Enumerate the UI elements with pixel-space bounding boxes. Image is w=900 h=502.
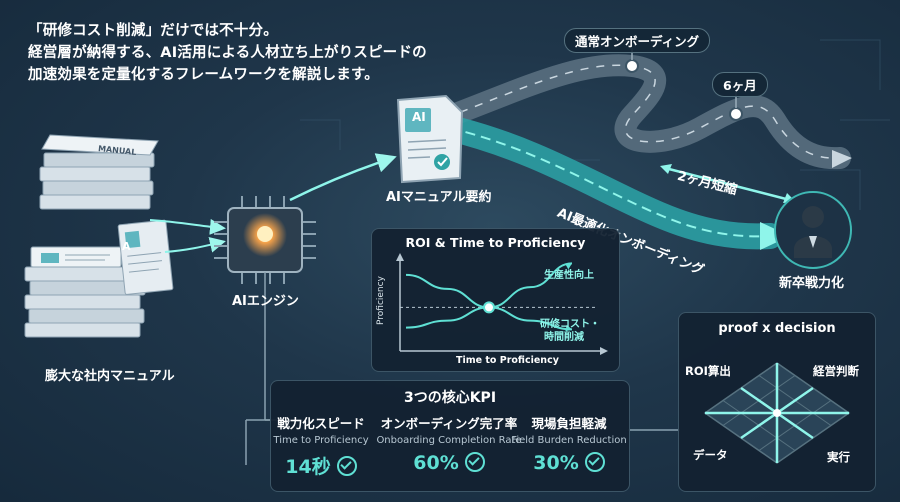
check-icon [336, 455, 357, 476]
decision-judgement-label: 経営判断 [813, 364, 859, 378]
manual-stack-illustration [24, 134, 174, 338]
chart-crossing-point [483, 301, 495, 314]
chart-x-axis-arrow [600, 347, 608, 355]
manual-to-engine-arrows [149, 218, 226, 253]
kpi-sub: Time to Proficiency [273, 435, 369, 446]
intro-line-1: 「研修コスト削減」だけでは不十分。 [28, 23, 278, 39]
chart-series-group [400, 262, 598, 332]
normal-path-marker-six-months [729, 107, 743, 121]
normal-onboarding-road [434, 54, 852, 170]
kpi-name: 戦力化スピード [277, 416, 365, 431]
decision-title: proof x decision [718, 321, 836, 336]
chart-up-label: 生産性向上 [544, 270, 594, 281]
roi-chart-plot [396, 253, 608, 355]
chart-series-arrow-1 [565, 324, 572, 332]
intro-text: 「研修コスト削減」だけでは不十分。 経営層が納得する、AI活用による人材立ち上が… [28, 20, 427, 86]
decision-grid [703, 362, 851, 464]
chart-down-label-2: 時間削減 [544, 332, 584, 343]
check-icon [464, 451, 485, 472]
normal-path-marker-start [625, 59, 639, 73]
decision-data-label: データ [693, 448, 728, 462]
kpi-value: 60% [369, 451, 529, 474]
kpi-value: 30% [489, 451, 649, 474]
decision-execution-label: 実行 [827, 450, 850, 464]
roi-chart-panel: ROI & Time to Proficiency Proficiency Ti… [371, 228, 620, 372]
kpi-item-proficiency: 戦力化スピード Time to Proficiency 14秒 [241, 413, 401, 479]
six-months-label: 6ヶ月 [712, 72, 768, 97]
kpi-value: 14秒 [241, 452, 401, 479]
chart-down-label-1: 研修コスト・ [540, 319, 600, 330]
chart-y-axis-arrow [396, 253, 404, 261]
summary-label: AIマニュアル要約 [386, 190, 492, 205]
manual-card-letter: A [122, 240, 131, 253]
chart-y-label: Proficiency [376, 276, 386, 325]
manual-label: 膨大な社内マニュアル [45, 369, 175, 384]
normal-onboarding-label: 通常オンボーディング [564, 28, 711, 53]
ai-summary-document [396, 94, 464, 184]
kpi-value-text: 30% [533, 452, 579, 474]
kpi-title: 3つの核心KPI [403, 390, 497, 406]
ai-engine-chip [214, 196, 316, 421]
kpi-name: 現場負担軽減 [531, 416, 607, 431]
kpi-item-completion: オンボーディング完了率 Onboarding Completion Rate 6… [369, 413, 529, 474]
new-graduate-label: 新卒戦力化 [779, 276, 845, 291]
intro-line-3: 加速効果を定量化するフレームワークを解説します。 [28, 67, 379, 83]
kpi-value-text: 60% [413, 452, 459, 474]
kpi-name: オンボーディング完了率 [380, 416, 518, 431]
engine-label: AIエンジン [232, 294, 299, 309]
shortened-double-arrow [660, 164, 796, 203]
check-icon [584, 451, 605, 472]
decision-center-point [773, 409, 781, 417]
kpi-value-text: 14秒 [285, 456, 331, 478]
kpi-panel: 3つの核心KPI 戦力化スピード Time to Proficiency 14秒… [270, 380, 630, 492]
decision-roi-label: ROI算出 [685, 364, 731, 378]
kpi-item-burden: 現場負担軽減 Field Burden Reduction 30% [489, 413, 649, 474]
engine-to-summary-arrow [289, 153, 397, 202]
chart-x-label: Time to Proficiency [456, 355, 559, 366]
kpi-sub: Onboarding Completion Rate [376, 435, 522, 446]
kpi-sub: Field Burden Reduction [511, 435, 627, 446]
intro-line-2: 経営層が納得する、AI活用による人材立ち上がりスピードの [28, 45, 427, 61]
doc-ai-text: AI [412, 110, 426, 124]
chart-title: ROI & Time to Proficiency [405, 235, 586, 250]
new-graduate-person-icon [774, 191, 852, 269]
ai-onboarding-road-center-line [449, 127, 771, 238]
decision-panel: proof x decision ROI算出 経営判断 データ 実行 [678, 312, 876, 492]
chart-series-arrow-0 [565, 263, 572, 270]
